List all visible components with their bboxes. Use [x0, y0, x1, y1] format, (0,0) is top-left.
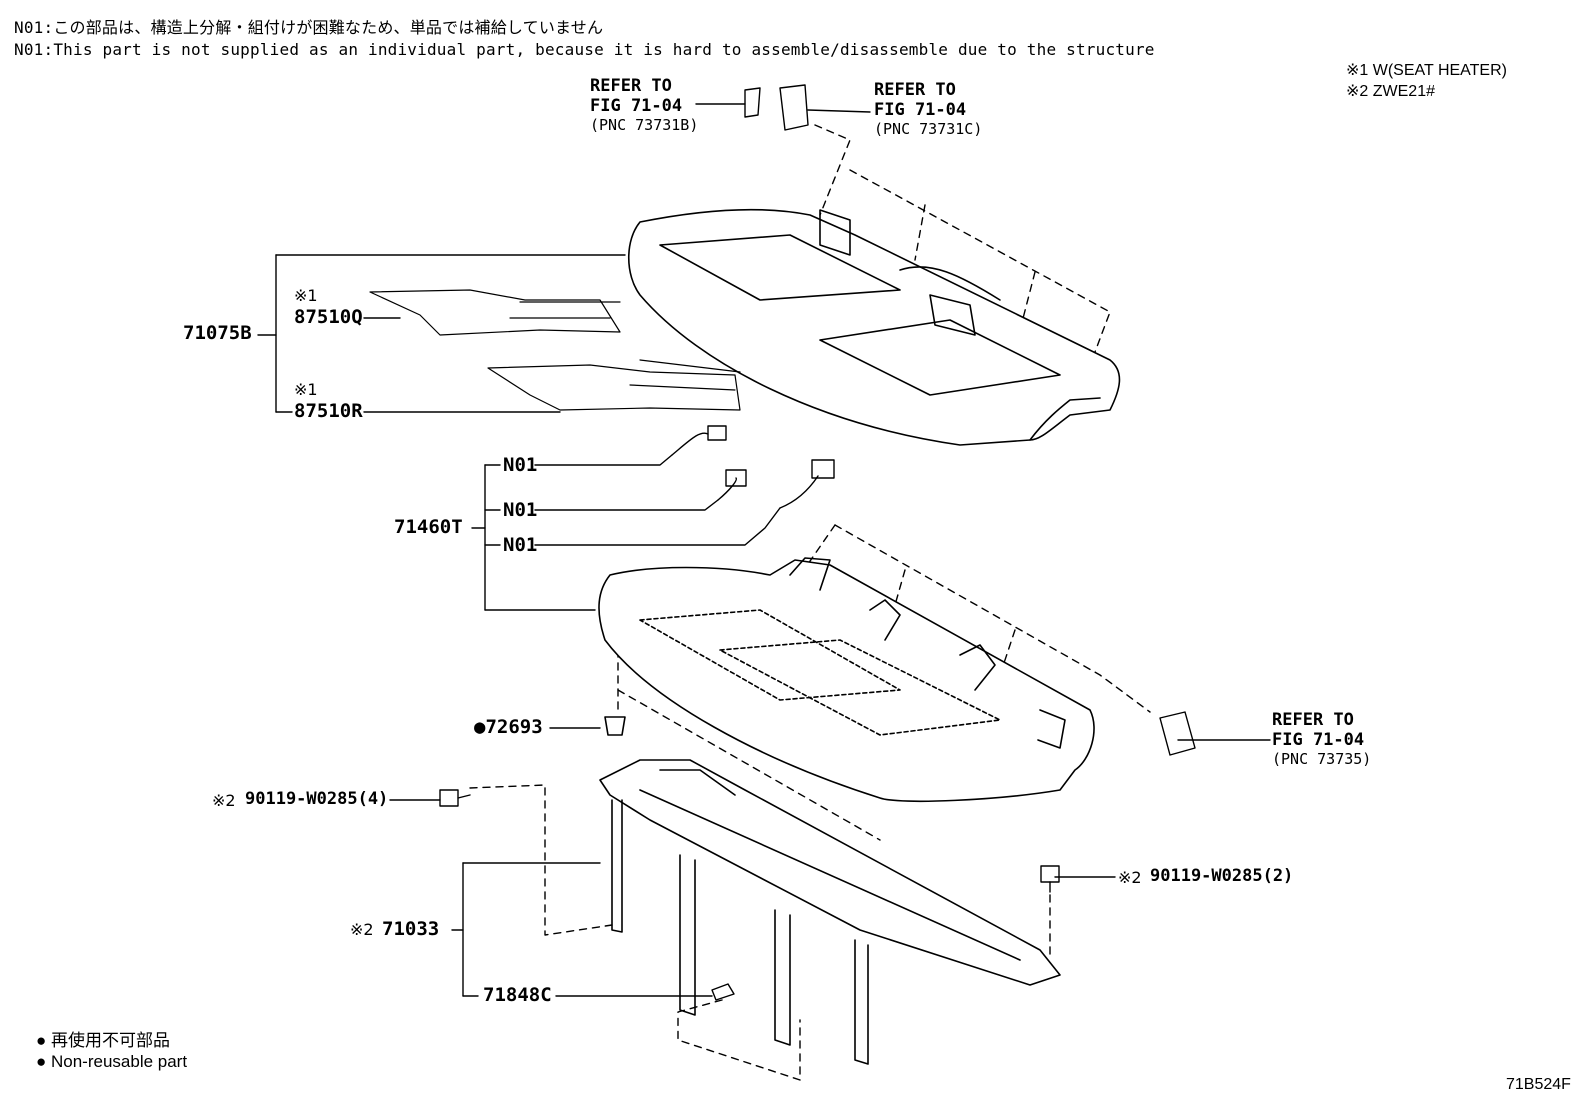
part-label-90119-w0285-2[interactable]: 90119-W0285(2) [1150, 866, 1294, 886]
harness-wires [671, 425, 835, 509]
refer-pnc: (PNC 73735) [1272, 750, 1372, 768]
part-label-71460t[interactable]: 71460T [394, 516, 463, 538]
refer-pnc: (PNC 73731B) [590, 116, 699, 134]
refer-label-73731c[interactable]: REFER TO FIG 71-04 (PNC 73731C) [874, 80, 982, 138]
leader-lines [257, 103, 1271, 997]
ref-brackets [744, 84, 1196, 756]
fasteners [439, 789, 1060, 1001]
legend-non-reusable-ja: ● 再使用不可部品 [36, 1031, 170, 1050]
part-label-n01[interactable]: N01 [503, 499, 538, 521]
part-label-71848c[interactable]: 71848C [483, 984, 552, 1006]
refer-label-73731b[interactable]: REFER TO FIG 71-04 (PNC 73731B) [590, 76, 698, 134]
refer-line1: REFER TO [874, 80, 956, 100]
condition-mark: ※1 [294, 380, 318, 399]
condition-2: ※2 ZWE21# [1346, 83, 1435, 100]
refer-line1: REFER TO [590, 76, 672, 96]
refer-line2: FIG 71-04 [1272, 730, 1365, 750]
part-label-71033[interactable]: 71033 [382, 918, 440, 940]
seat-cushion-assembly [598, 557, 1095, 803]
seat-frame [599, 759, 1061, 1065]
seat-back-assembly [627, 208, 1121, 446]
part-label-n01[interactable]: N01 [503, 534, 538, 556]
condition-1: ※1 W(SEAT HEATER) [1346, 62, 1507, 79]
condition-mark: ※1 [294, 286, 318, 305]
part-label-90119-w0285-4[interactable]: 90119-W0285(4) [245, 789, 389, 809]
part-label-87510r[interactable]: 87510R [294, 400, 363, 422]
condition-mark: ※2 [212, 791, 236, 810]
legend-non-reusable-en: ● Non-reusable part [36, 1052, 188, 1071]
heater-mats [369, 289, 741, 411]
clip-72693 [604, 716, 626, 736]
figure-id: 71B524F [1506, 1076, 1571, 1093]
note-n01-japanese: N01:この部品は、構造上分解・組付けが困難なため、単品では補給していません [14, 18, 604, 37]
refer-label-73735[interactable]: REFER TO FIG 71-04 (PNC 73735) [1272, 710, 1371, 768]
part-label-71075b[interactable]: 71075B [183, 322, 252, 344]
condition-mark: ※2 [1118, 868, 1142, 887]
dashed-guides [469, 124, 1151, 1081]
refer-line2: FIG 71-04 [874, 100, 967, 120]
condition-mark: ※2 [350, 920, 374, 939]
refer-line2: FIG 71-04 [590, 96, 683, 116]
part-label-72693[interactable]: ●72693 [474, 716, 543, 738]
note-n01-english: N01:This part is not supplied as an indi… [14, 40, 1155, 59]
part-label-87510q[interactable]: 87510Q [294, 306, 363, 328]
refer-line1: REFER TO [1272, 710, 1354, 730]
part-label-n01[interactable]: N01 [503, 454, 538, 476]
refer-pnc: (PNC 73731C) [874, 120, 983, 138]
